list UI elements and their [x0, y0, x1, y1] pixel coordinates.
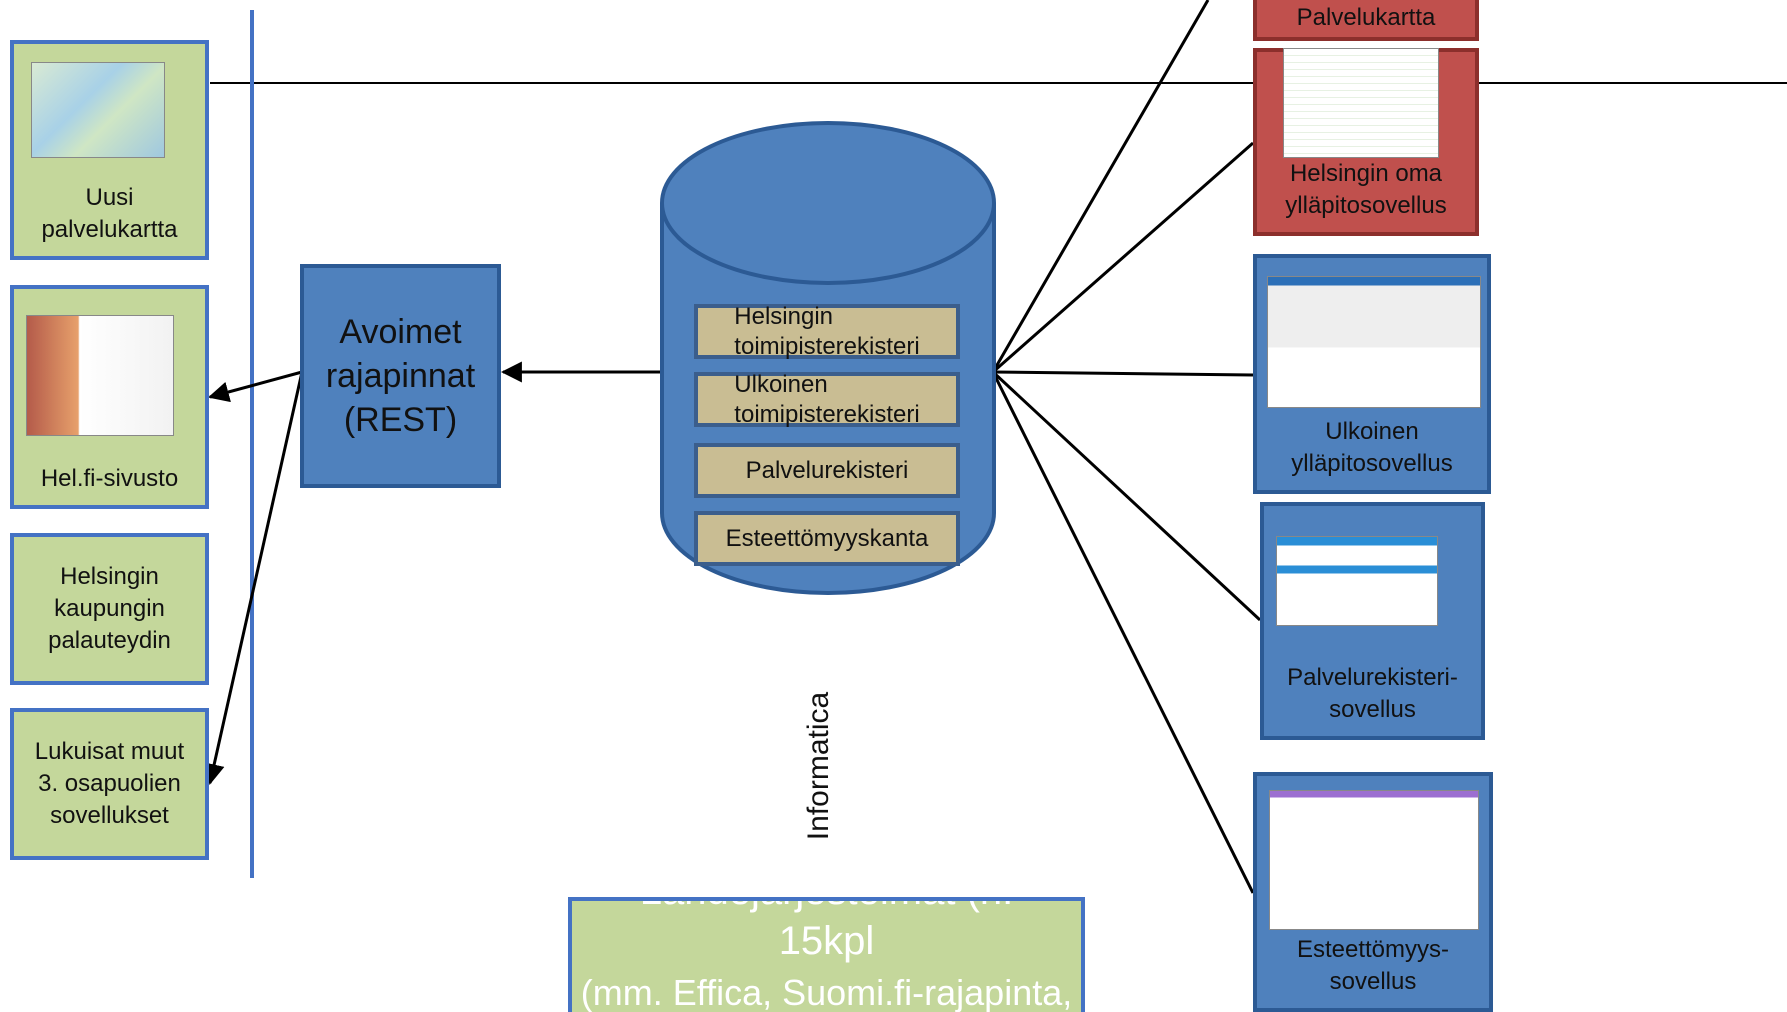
app-label: Ulkoinen ylläpitosovellus: [1291, 418, 1453, 477]
map-thumbnail: [31, 62, 165, 158]
app-label: Palvelurekisteri- sovellus: [1287, 664, 1458, 723]
line-db-to-ulkoinen: [992, 370, 1254, 377]
register-ui-thumbnail: [1276, 536, 1438, 626]
line-db-to-palvelukartta: [991, 0, 1210, 373]
app-label: Uusi palvelukartta: [41, 184, 178, 243]
website-thumbnail: [26, 315, 174, 436]
app-ulkoinen-yllapitosovellus: Ulkoinen ylläpitosovellus: [1253, 254, 1491, 494]
arrow-api-to-helfi: [207, 370, 303, 403]
app-label: Esteettömyys- sovellus: [1296, 936, 1450, 995]
avoimet-rajapinnat-box: Avoimet rajapinnat (REST): [300, 264, 501, 488]
app-lukuisat-muut: Lukuisat muut 3. osapuolien sovellukset: [10, 708, 209, 860]
register-esteettomyyskanta: Esteettömyyskanta: [694, 511, 960, 566]
form-thumbnail: [1283, 48, 1439, 158]
line-db-to-esteettomyys: [991, 371, 1255, 894]
app-label: Helsingin oma ylläpitosovellus: [1285, 160, 1447, 219]
app-hel-fi-sivusto: Hel.fi-sivusto: [10, 285, 209, 509]
source-systems-box: Lähdejärjestelmät (n. 15kpl (mm. Effica,…: [568, 897, 1085, 1012]
app-label: Hel.fi-sivusto: [40, 465, 179, 492]
accessibility-ui-thumbnail: [1269, 790, 1479, 930]
line-db-to-oma: [992, 141, 1254, 374]
app-uusi-palvelukartta: Uusi palvelukartta: [10, 40, 209, 260]
app-label: Palvelukartta: [1296, 3, 1436, 31]
app-label: Lukuisat muut 3. osapuolien sovellukset: [34, 738, 185, 829]
source-systems-title: Lähdejärjestelmät (n.: [572, 901, 1081, 915]
source-systems-count: 15kpl: [778, 919, 875, 963]
app-palvelukartta: Palvelukartta: [1253, 0, 1479, 41]
register-helsingin-toimipiste: Helsingin toimipisterekisteri: [694, 303, 960, 360]
app-esteettomyys-sovellus: Esteettömyys- sovellus: [1253, 772, 1493, 1012]
informatica-label: Informatica: [802, 691, 835, 841]
app-helsingin-oma-yllapitosovellus: Helsingin oma ylläpitosovellus: [1253, 48, 1479, 236]
source-systems-examples: (mm. Effica, Suomi.fi-rajapinta,: [580, 972, 1073, 1012]
line-db-to-palvelurekisteri: [991, 370, 1262, 622]
api-label: Avoimet rajapinnat (REST): [325, 313, 476, 439]
register-ulkoinen-toimipiste: Ulkoinen toimipisterekisteri: [694, 371, 960, 428]
app-palauteydin: Helsingin kaupungin palauteydin: [10, 533, 209, 685]
admin-ui-thumbnail: [1267, 276, 1481, 408]
arrow-api-to-others: [203, 371, 304, 786]
app-palvelurekisteri-sovellus: Palvelurekisteri- sovellus: [1260, 502, 1485, 740]
register-palvelurekisteri: Palvelurekisteri: [694, 443, 960, 498]
app-label: Helsingin kaupungin palauteydin: [48, 563, 171, 654]
